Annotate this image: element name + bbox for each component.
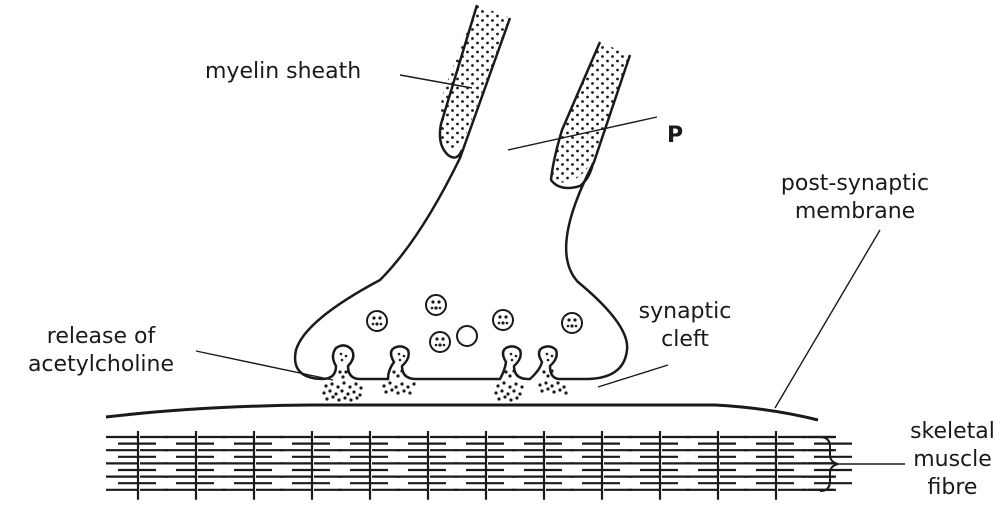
label-post-synaptic-line1: post-synaptic xyxy=(760,170,950,198)
vesicle xyxy=(430,332,450,352)
label-post-synaptic-line2: membrane xyxy=(760,198,950,226)
label-skeletal-muscle-fibre: skeletal muscle fibre xyxy=(900,418,1005,502)
label-muscle-line2: muscle xyxy=(900,446,1005,474)
label-myelin-sheath: myelin sheath xyxy=(205,58,361,86)
fusing-vesicles xyxy=(322,345,588,379)
label-skeletal-line1: skeletal xyxy=(900,418,1005,446)
leader-release xyxy=(196,351,333,380)
vesicle xyxy=(493,310,513,330)
post-synaptic-membrane xyxy=(106,405,818,420)
leader-post-synaptic xyxy=(775,230,880,408)
label-fibre-line3: fibre xyxy=(900,474,1005,502)
label-release-of-acetylcholine: release of acetylcholine xyxy=(0,323,202,379)
vesicle xyxy=(562,313,582,333)
vesicle xyxy=(426,295,446,315)
label-release-line1: release of xyxy=(0,323,202,351)
acetylcholine-release xyxy=(322,369,567,401)
synaptic-vesicles xyxy=(367,295,582,352)
label-p: P xyxy=(667,122,683,150)
label-cleft-line2: cleft xyxy=(630,326,740,354)
skeletal-muscle-fibre xyxy=(106,431,852,500)
vesicle xyxy=(457,326,477,346)
vesicle-contents xyxy=(372,300,578,346)
label-synaptic-line1: synaptic xyxy=(630,298,740,326)
label-synaptic-cleft: synaptic cleft xyxy=(630,298,740,354)
label-post-synaptic-membrane: post-synaptic membrane xyxy=(760,170,950,226)
label-release-line2: acetylcholine xyxy=(0,351,202,379)
vesicle xyxy=(367,311,387,331)
